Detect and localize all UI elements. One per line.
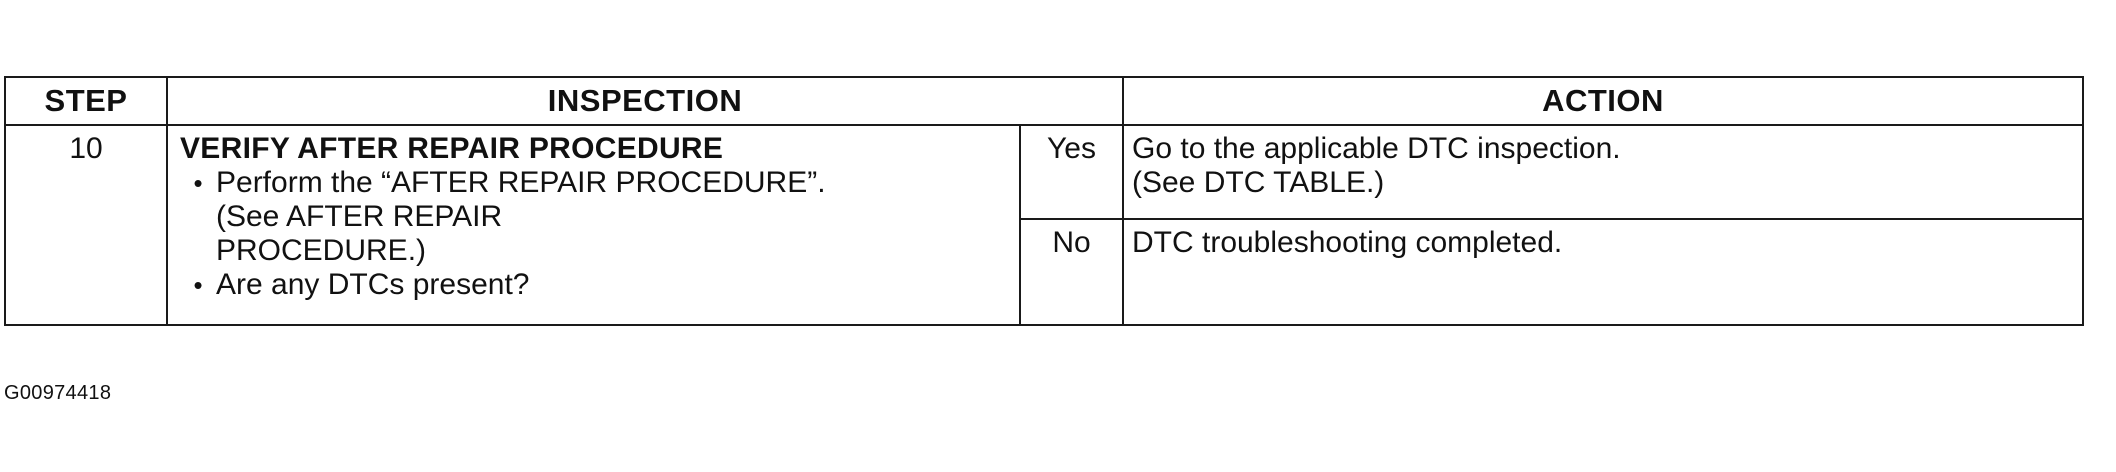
table-row: 10 VERIFY AFTER REPAIR PROCEDURE • Perfo… <box>4 124 2084 326</box>
diagnostic-step-table: STEP INSPECTION ACTION 10 VERIFY AFTER R… <box>4 76 2084 326</box>
header-step: STEP <box>4 76 168 126</box>
action-text: DTC troubleshooting completed. <box>1132 226 1563 259</box>
action-text: Go to the applicable DTC inspection. <box>1132 132 1621 165</box>
inspection-bullet: • Perform the “AFTER REPAIR PROCEDURE”. <box>180 166 1009 200</box>
action-no: DTC troubleshooting completed. <box>1122 218 2084 326</box>
bullet-icon: • <box>193 270 203 300</box>
figure-id: G00974418 <box>4 382 112 404</box>
bullet-icon: • <box>193 168 203 198</box>
header-inspection: INSPECTION <box>166 76 1124 126</box>
table-header-row: STEP INSPECTION ACTION <box>4 76 2084 126</box>
table-row: No DTC troubleshooting completed. <box>5 218 2084 326</box>
action-text: (See DTC TABLE.) <box>1132 166 1385 199</box>
header-action: ACTION <box>1122 76 2084 126</box>
answer-no: No <box>1019 218 1124 326</box>
inspection-question: Are any DTCs present? <box>216 268 530 301</box>
action-yes: Go to the applicable DTC inspection. (Se… <box>1122 124 2084 220</box>
inspection-bullet-text: Perform the “AFTER REPAIR PROCEDURE”. <box>216 166 826 199</box>
inspection-cell: VERIFY AFTER REPAIR PROCEDURE • Perform … <box>166 124 1021 326</box>
inspection-title: VERIFY AFTER REPAIR PROCEDURE <box>180 132 724 165</box>
answer-yes: Yes <box>1019 124 1124 220</box>
step-number: 10 <box>4 124 168 326</box>
inspection-bullet: • Are any DTCs present? <box>180 268 1009 302</box>
inspection-note: PROCEDURE.) <box>216 234 427 267</box>
inspection-note: (See AFTER REPAIR <box>216 200 503 233</box>
